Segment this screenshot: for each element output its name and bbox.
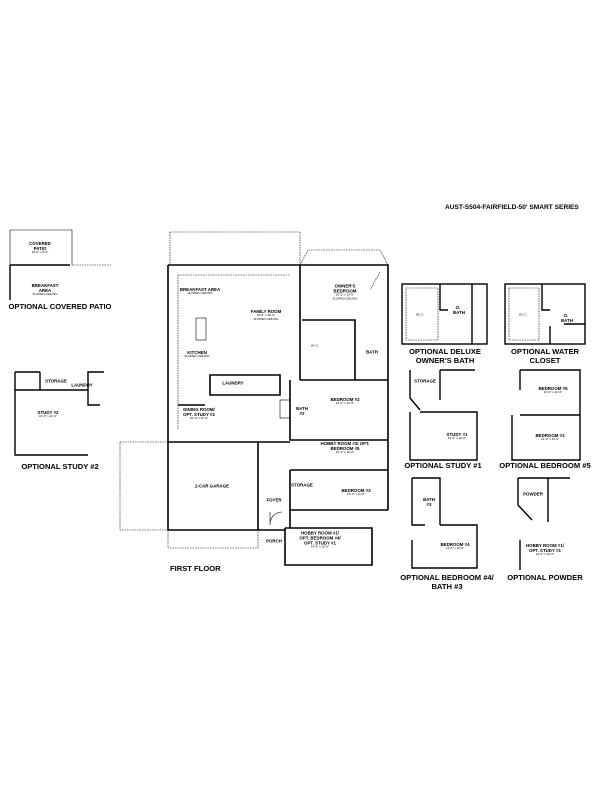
room-foyer: FOYER xyxy=(266,497,282,503)
wc-bath-label: O. BATH xyxy=(561,312,573,323)
study2-laundry-label: LAUNDRY xyxy=(71,382,93,388)
caption-bedroom-4: OPTIONAL BEDROOM #4/ BATH #3 xyxy=(400,573,494,591)
plan-title: AUST-S504-FAIRFIELD-50' SMART SERIES xyxy=(445,204,579,211)
deluxe-wic-label: W.I.C. xyxy=(415,312,425,317)
room-porch: PORCH xyxy=(266,538,282,544)
caption-bedroom-5: OPTIONAL BEDROOM #5 xyxy=(499,461,591,470)
room-bath: BATH xyxy=(366,349,378,355)
caption-deluxe-bath: OPTIONAL DELUXE OWNER'S BATH xyxy=(408,347,481,365)
study1-storage-label: STORAGE xyxy=(414,378,436,384)
room-garage: 2-CAR GARAGE xyxy=(195,483,229,489)
room-laundry: LAUNDRY xyxy=(222,380,244,386)
caption-powder: OPTIONAL POWDER xyxy=(507,573,583,582)
first-floor-caption: FIRST FLOOR xyxy=(170,564,221,573)
room-hobby-1: HOBBY ROOM #1/ OPT. BEDROOM #4/ OPT. STU… xyxy=(299,530,341,549)
caption-study-1: OPTIONAL STUDY #1 xyxy=(404,461,482,470)
room-storage: STORAGE xyxy=(291,482,313,488)
deluxe-bath-label: O. BATH xyxy=(453,304,465,315)
caption-covered-patio: OPTIONAL COVERED PATIO xyxy=(8,302,112,311)
study2-storage-label: STORAGE xyxy=(45,378,67,384)
caption-study-2: OPTIONAL STUDY #2 xyxy=(21,462,99,471)
wc-wic-label: W.I.C. xyxy=(518,312,528,317)
opt-bath-3-label: BATH #3 xyxy=(423,496,435,507)
room-bath-2: BATH #2 xyxy=(296,405,308,416)
caption-water-closet: OPTIONAL WATER CLOSET xyxy=(510,347,580,365)
opt-powder-label: POWDER xyxy=(523,491,543,497)
room-wic: W.I.C. xyxy=(310,343,320,348)
